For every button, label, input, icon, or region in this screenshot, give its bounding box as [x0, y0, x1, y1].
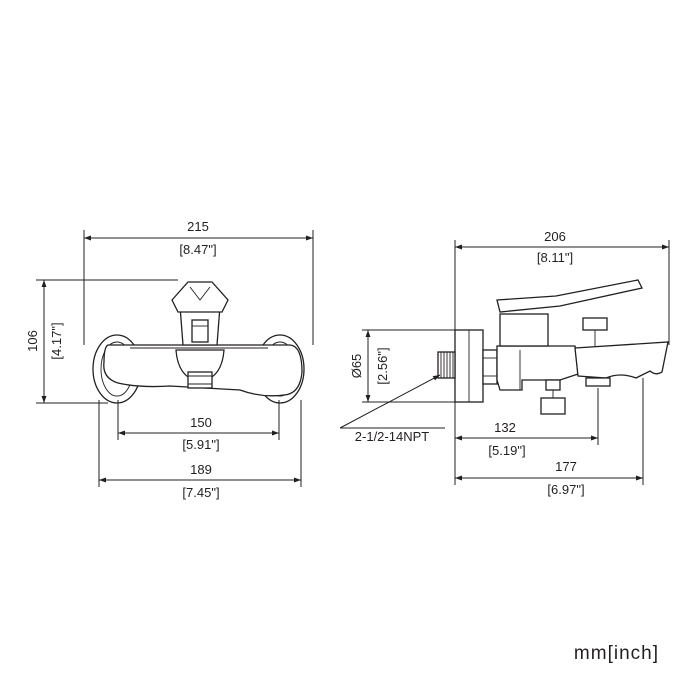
front-view: 215 [8.47"] 106 [4.17"] 150 [5.91"] 189 … — [25, 219, 314, 500]
handle-lever — [171, 281, 229, 313]
outlet-nozzle — [187, 371, 213, 389]
hex-nut — [482, 349, 498, 385]
side-handle-lever — [496, 279, 643, 313]
dim-side-width-mm: 206 — [544, 229, 566, 244]
dim-outlet-mm: 132 — [494, 420, 516, 435]
dim-projection-mm: 177 — [555, 459, 577, 474]
dim-overall-inch: [7.45"] — [182, 485, 219, 500]
side-diverter-knob — [582, 317, 608, 331]
dim-height-inch: [4.17"] — [49, 322, 64, 359]
dim-centers-mm: 150 — [190, 415, 212, 430]
side-hex-fitting — [540, 397, 566, 415]
side-spout — [574, 341, 669, 379]
diverter-knob — [191, 319, 209, 343]
dim-overall-mm: 189 — [190, 462, 212, 477]
side-view: 206 [8.11"] Ø65 [2.56"] 2-1/2-14NPT 132 … — [339, 229, 670, 497]
side-connector — [545, 379, 561, 391]
dim-centers-inch: [5.91"] — [182, 437, 219, 452]
units-label: mm[inch] — [574, 643, 659, 664]
dim-projection-inch: [6.97"] — [547, 482, 584, 497]
dim-width-inch: [8.47"] — [179, 242, 216, 257]
dim-diameter-inch: [2.56"] — [375, 347, 390, 384]
dim-side-width-inch: [8.11"] — [537, 250, 573, 265]
thread-leader-arrow — [339, 374, 441, 429]
side-outlet — [585, 377, 611, 387]
thread-label: 2-1/2-14NPT — [355, 429, 429, 444]
dim-height-mm: 106 — [25, 330, 40, 352]
thread-connector — [437, 351, 456, 379]
side-body — [496, 345, 579, 391]
cartridge-housing — [499, 313, 549, 347]
dim-diameter-mm: Ø65 — [349, 354, 364, 379]
dim-outlet-inch: [5.19"] — [488, 443, 525, 458]
dim-width-mm: 215 — [187, 219, 209, 234]
